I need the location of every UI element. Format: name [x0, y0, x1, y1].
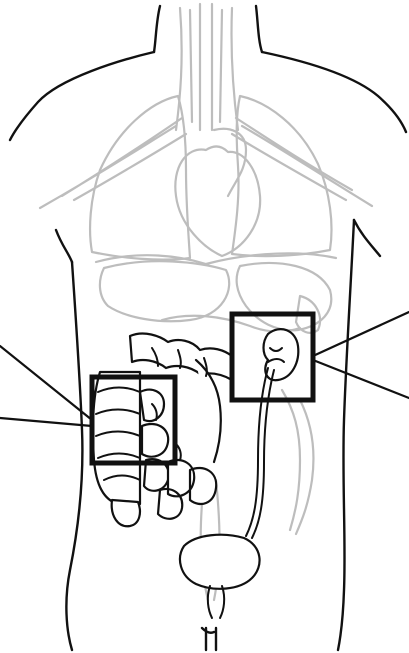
- leader-line-kidney-lower: [313, 360, 409, 398]
- torso-side-right: [338, 220, 354, 650]
- transverse-colon: [130, 334, 232, 380]
- ureter: [246, 368, 274, 538]
- clavicle-left: [40, 118, 186, 208]
- descending-colon: [196, 360, 221, 462]
- clavicle-right: [232, 118, 372, 206]
- neck-right: [256, 6, 262, 52]
- carotid-vessels: [176, 8, 238, 130]
- leader-line-kidney-upper: [313, 312, 409, 356]
- appendix-bulb: [112, 500, 140, 526]
- leader-line-colon-lower: [0, 418, 92, 426]
- torso-side-left: [66, 262, 82, 650]
- neck-left: [154, 6, 160, 52]
- small-loop-2: [142, 424, 168, 457]
- left-kidney: [264, 329, 299, 380]
- faded-organs: [40, 4, 372, 600]
- arm-gap-right: [354, 220, 380, 256]
- stomach: [237, 263, 332, 330]
- liver: [100, 261, 229, 321]
- groin-mark: [202, 628, 216, 650]
- trachea: [190, 4, 222, 130]
- bladder: [180, 535, 260, 589]
- lung-right: [232, 96, 332, 256]
- shoulder-left: [10, 52, 154, 140]
- faded-descending-colon: [282, 390, 314, 534]
- arm-gap-left: [56, 230, 72, 262]
